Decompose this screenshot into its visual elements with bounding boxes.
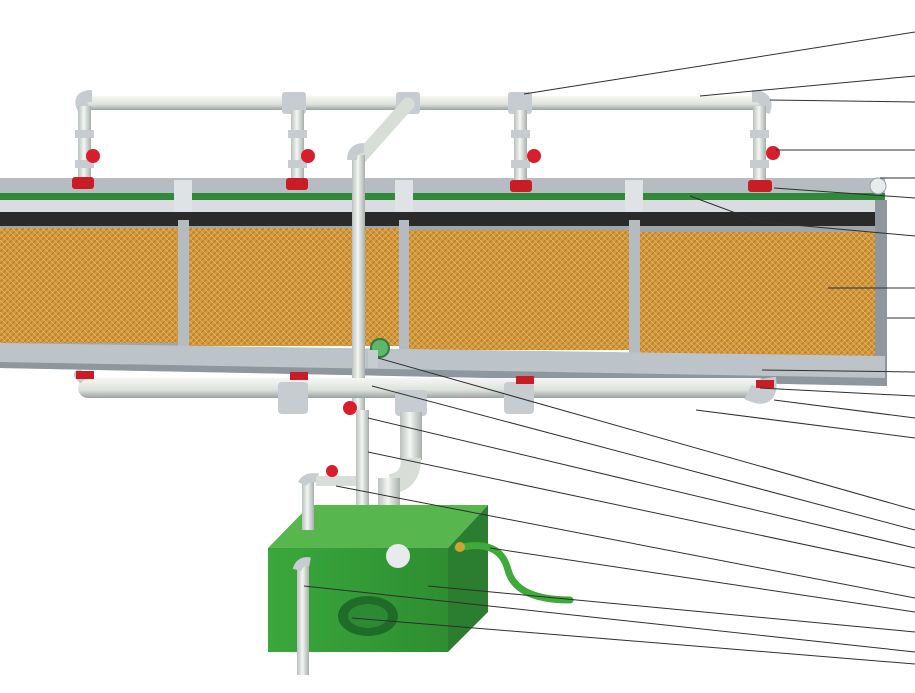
ball-valve-icon [301,149,315,163]
valve-outlet [72,177,94,189]
leader-line [695,409,915,439]
water-tank [268,465,574,675]
leader-line [367,451,915,569]
ball-valve-icon [766,146,780,160]
leader-line [489,547,915,613]
tank-inlet-pipe [302,480,314,530]
pipe-tee [282,92,306,114]
drop-pipe-2 [286,110,315,190]
valve-outlet [286,178,308,190]
ball-valve-icon [343,401,357,415]
vertical-riser-pipe [347,143,390,410]
pump-outlet [386,544,410,568]
leader-line [689,195,915,237]
cooling-pad-4 [640,232,875,356]
bracket [395,180,413,212]
bracket [174,180,192,212]
leader-line [367,417,915,549]
pipe-tee [508,92,532,114]
drop-pipe-3 [510,110,541,192]
leader-line [699,75,915,97]
leader-lines [303,31,915,665]
leader-line [335,485,915,599]
bottom-return-pipe [73,369,777,416]
red-coupling [756,380,774,388]
leader-line [427,585,915,633]
top-supply-pipe [75,90,772,165]
cooling-pad-3 [409,230,629,350]
water-distribution-channel [0,193,885,202]
leader-line [773,187,915,199]
valve-outlet [510,180,532,192]
distribution-pipe-top [0,200,885,212]
bracket [625,180,643,212]
ball-valve-icon [326,465,338,477]
ball-valve-icon [527,149,541,163]
pipe-tee [395,390,427,416]
red-coupling [516,376,534,384]
end-cap [869,177,887,195]
leader-line [761,369,915,373]
frame-post [399,220,409,375]
leader-line [351,617,915,665]
tank-top [268,505,488,548]
cooling-pad-1 [0,228,178,343]
leader-line [371,385,915,531]
leader-line [523,31,915,95]
leader-line [377,357,915,511]
valve-outlet [748,180,772,192]
tank-side [448,505,488,652]
leader-line [773,399,915,419]
red-coupling [76,371,94,379]
red-coupling [290,372,308,380]
pad-frame [0,177,887,386]
cooling-pad-2 [189,228,399,346]
frame-post [178,220,189,370]
diagonal-feed-pipe [353,97,415,165]
pump-inner [348,604,388,628]
leader-line [759,387,915,397]
frame-end-post [875,200,887,386]
leader-line [303,585,915,653]
pad-top-edge [0,212,885,226]
drop-pipe-1 [72,106,100,189]
overflow-pipe [297,565,309,675]
frame-post [629,220,640,380]
pipe-tee [278,382,308,414]
leader-line [769,99,915,103]
ball-valve-icon [86,149,100,163]
